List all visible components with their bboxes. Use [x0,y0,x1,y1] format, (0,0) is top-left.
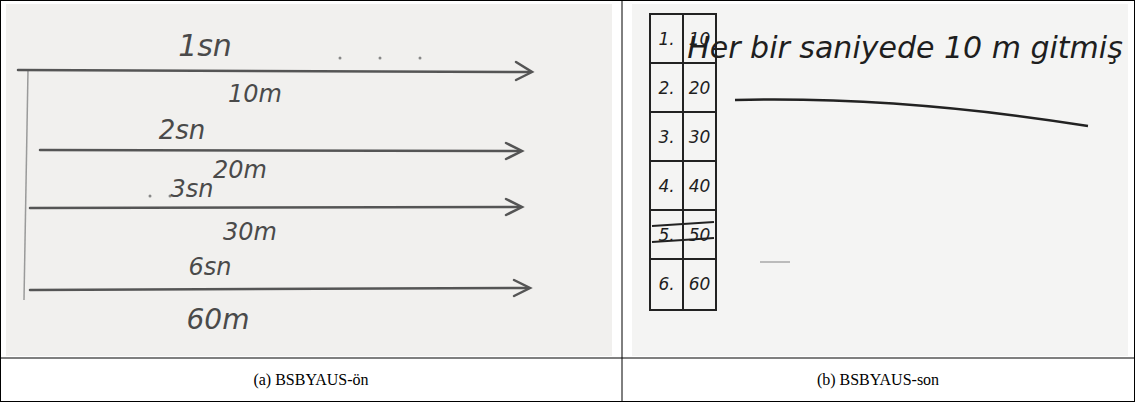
table-cell: 30 [689,128,711,145]
handwritten-note: Her bir saniyede 10 m gitmiş [687,33,1123,63]
table-cell: 5. [658,226,674,243]
distance-label: 60m [187,306,250,334]
table-cell: 6. [658,275,674,292]
time-label: 2sn [159,117,206,143]
time-label: 1sn [178,31,232,61]
table-cell: 50 [689,226,711,243]
table-cell: 3. [658,128,674,145]
table-cell: 1. [658,30,674,47]
distance-label: 10m [228,82,282,106]
table-cell: 60 [689,275,711,292]
table-cell: 4. [658,177,674,194]
time-label: 6sn [189,255,232,279]
time-label: 3sn [171,177,214,201]
distance-label: 20m [213,158,267,182]
table-cell: 2. [658,79,674,96]
panel-caption: (a) BSBYAUS-ön [253,372,368,388]
table-cell: 20 [689,79,711,96]
distance-label: 30m [223,220,277,244]
panel-caption: (b) BSBYAUS-son [817,372,939,388]
table-cell: 40 [689,177,711,194]
